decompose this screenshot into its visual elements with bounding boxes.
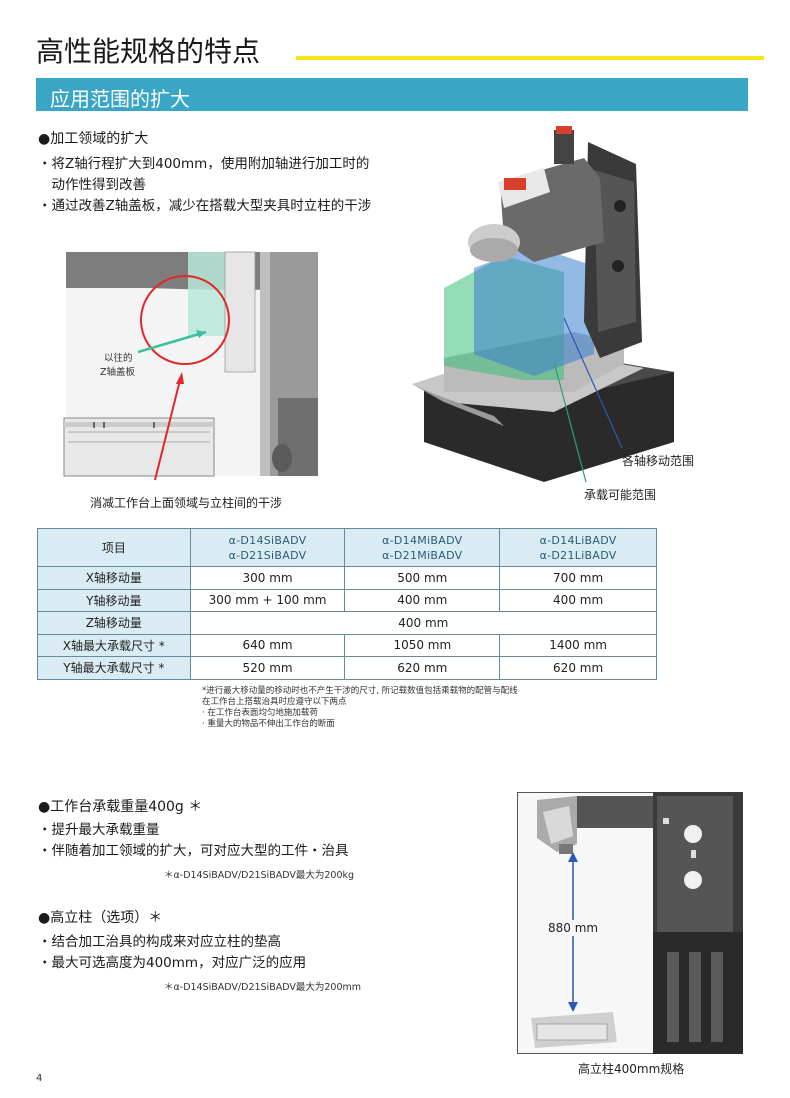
header-item: 项目 [37, 528, 191, 567]
table-note-1: *进行最大移动量的移动时也不产生干涉的尺寸, 所记载数值包括乘载物的配管与配线 [202, 686, 518, 696]
label-axis-travel-range: 各轴移动范围 [622, 454, 695, 468]
section-bar: 应用范围的扩大 [36, 78, 748, 111]
section1-bullet-1: ・将Z轴行程扩大到400mm，使用附加轴进行加工时的 [38, 156, 370, 172]
figure3-caption: 高立柱400mm规格 [578, 1062, 685, 1076]
table-note-2: 在工作台上搭载治具时应遵守以下两点 [202, 697, 347, 707]
table-header-row: 项目 α-D14SiBADV α-D21SiBADV α-D14MiBADV α… [37, 528, 657, 567]
table-row: Y轴最大承载尺寸 * 520 mm 620 mm 620 mm [37, 656, 657, 680]
table-row: X轴最大承载尺寸 * 640 mm 1050 mm 1400 mm [37, 633, 657, 657]
section2-bullet-2: ・伴随着加工领域的扩大，可对应大型的工件・治具 [38, 843, 349, 859]
label-old-z-cover-1: 以往的 [104, 353, 133, 364]
axis-range-box [474, 246, 594, 376]
table-note-4: · 重量大的物品不伸出工作台的断面 [202, 719, 335, 729]
z-cover-closeup-figure [63, 251, 318, 480]
spec-table: 项目 α-D14SiBADV α-D21SiBADV α-D14MiBADV α… [37, 528, 658, 680]
header-model-m: α-D14MiBADV α-D21MiBADV [344, 528, 501, 567]
header-model-s: α-D14SiBADV α-D21SiBADV [189, 528, 346, 567]
green-pointer [137, 330, 207, 354]
highlight-circle [140, 275, 230, 365]
table-row: Z轴移动量 400 mm [37, 611, 658, 635]
machine-travel-range-figure [412, 126, 674, 483]
header-model-l: α-D14LiBADV α-D21LiBADV [499, 528, 657, 567]
section2-heading: ●工作台承载重量400g ＊ [38, 799, 203, 815]
section3-bullet-1: ・结合加工治具的构成来对应立柱的垫高 [38, 934, 281, 950]
section1-bullet-3: ・通过改善Z轴盖板，减少在搭载大型夹具时立柱的干涉 [38, 198, 372, 214]
old-z-cover [188, 252, 228, 336]
section3-note: ＊α-D14SiBADV/D21SiBADV最大为200mm [164, 982, 362, 993]
table-note-3: · 在工作台表面均匀地施加载荷 [202, 708, 318, 718]
table-row: Y轴移动量 300 mm + 100 mm 400 mm 400 mm [37, 588, 657, 612]
section2-bullet-1: ・提升最大承载重量 [38, 822, 160, 838]
table-row: X轴移动量 300 mm 500 mm 700 mm [37, 566, 657, 590]
figure1-caption: 消减工作台上面领域与立柱间的干涉 [90, 496, 283, 510]
label-old-z-cover-2: Z轴盖板 [100, 367, 136, 378]
load-range-pointer [553, 361, 587, 483]
page-title: 高性能规格的特点 [36, 35, 261, 68]
section1-heading: ●加工领域的扩大 [38, 131, 149, 147]
section2-note: ＊α-D14SiBADV/D21SiBADV最大为200kg [164, 870, 355, 881]
page-number: 4 [36, 1073, 43, 1084]
red-pointer [153, 379, 181, 480]
section1-bullet-2: 动作性得到改善 [38, 177, 146, 193]
title-underline [296, 56, 764, 60]
label-load-range: 承载可能范围 [584, 488, 657, 502]
section3-bullet-2: ・最大可选高度为400mm，对应广泛的应用 [38, 955, 307, 971]
section3-heading: ●高立柱（选项）＊ [38, 910, 163, 926]
dimension-label: 880 mm [546, 920, 601, 936]
section-title: 应用范围的扩大 [50, 87, 190, 111]
axis-range-pointer [563, 317, 623, 449]
